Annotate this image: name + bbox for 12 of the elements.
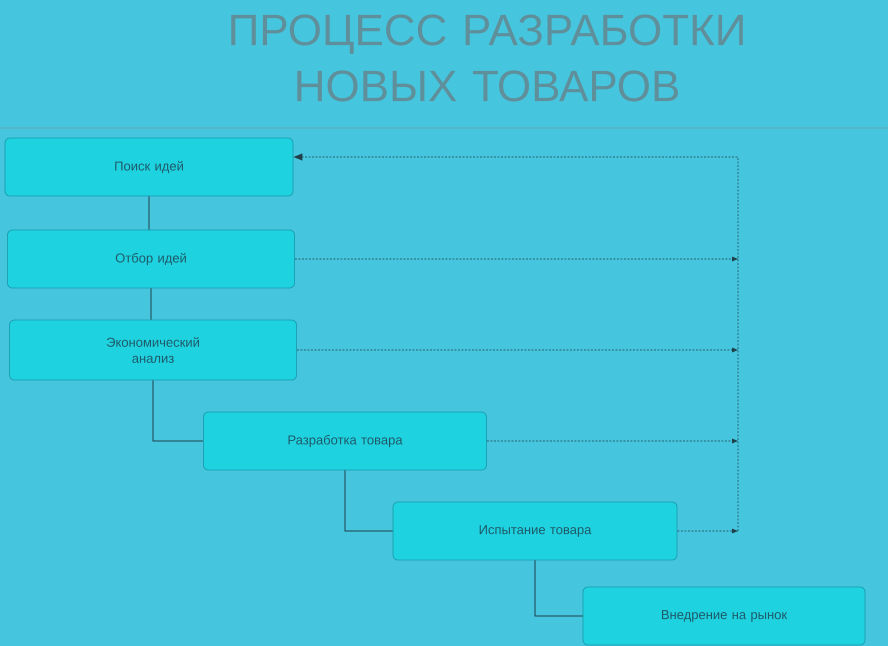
process-box: Испытание товара [392,502,678,560]
process-box: Поиск идей [4,138,294,196]
process-box: Разработка товара [203,412,487,470]
process-box: Внедрение на рынок [582,586,866,646]
connector-line [150,288,152,320]
connector-line [148,196,150,230]
connector-line [344,470,394,532]
connector-line [152,380,204,442]
connector-line [534,560,584,616]
process-box: Экономический анализ [9,320,297,380]
process-box: Отбор идей [7,230,295,288]
title: ПРОЦЕСС РАЗРАБОТКИ НОВЫХ ТОВАРОВ [231,14,743,102]
